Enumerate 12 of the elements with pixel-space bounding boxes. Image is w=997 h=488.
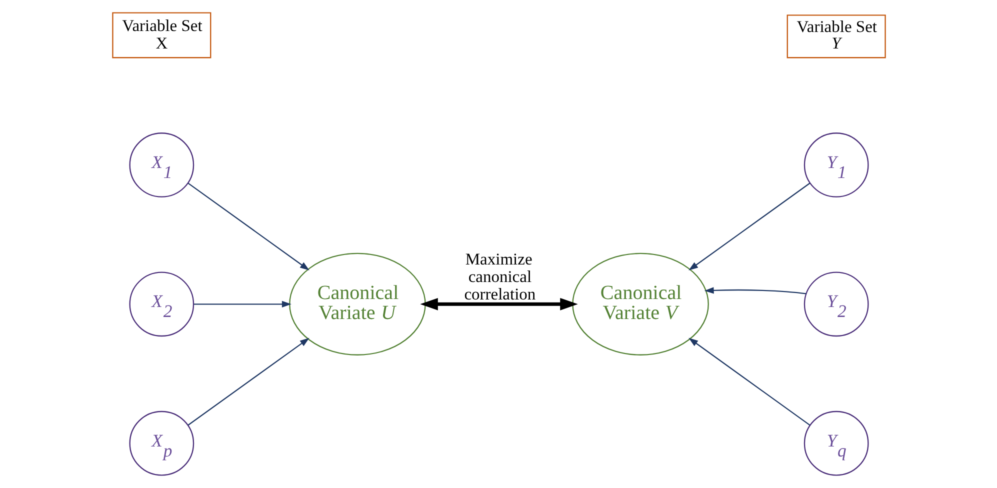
arrow	[187, 338, 309, 426]
node-box: Variable Set Y	[786, 14, 886, 58]
node-ellipse: Canonical Variate U	[288, 252, 426, 356]
node-ellipse: Canonical Variate V	[572, 252, 708, 356]
arrow	[688, 182, 810, 270]
arrow	[704, 287, 806, 294]
arrow	[420, 298, 578, 310]
arrow	[193, 300, 291, 308]
arrow	[688, 338, 810, 426]
edge-label: Maximize canonical correlation	[464, 249, 536, 304]
node-box: Variable Set X	[112, 12, 211, 58]
arrow	[187, 182, 309, 270]
